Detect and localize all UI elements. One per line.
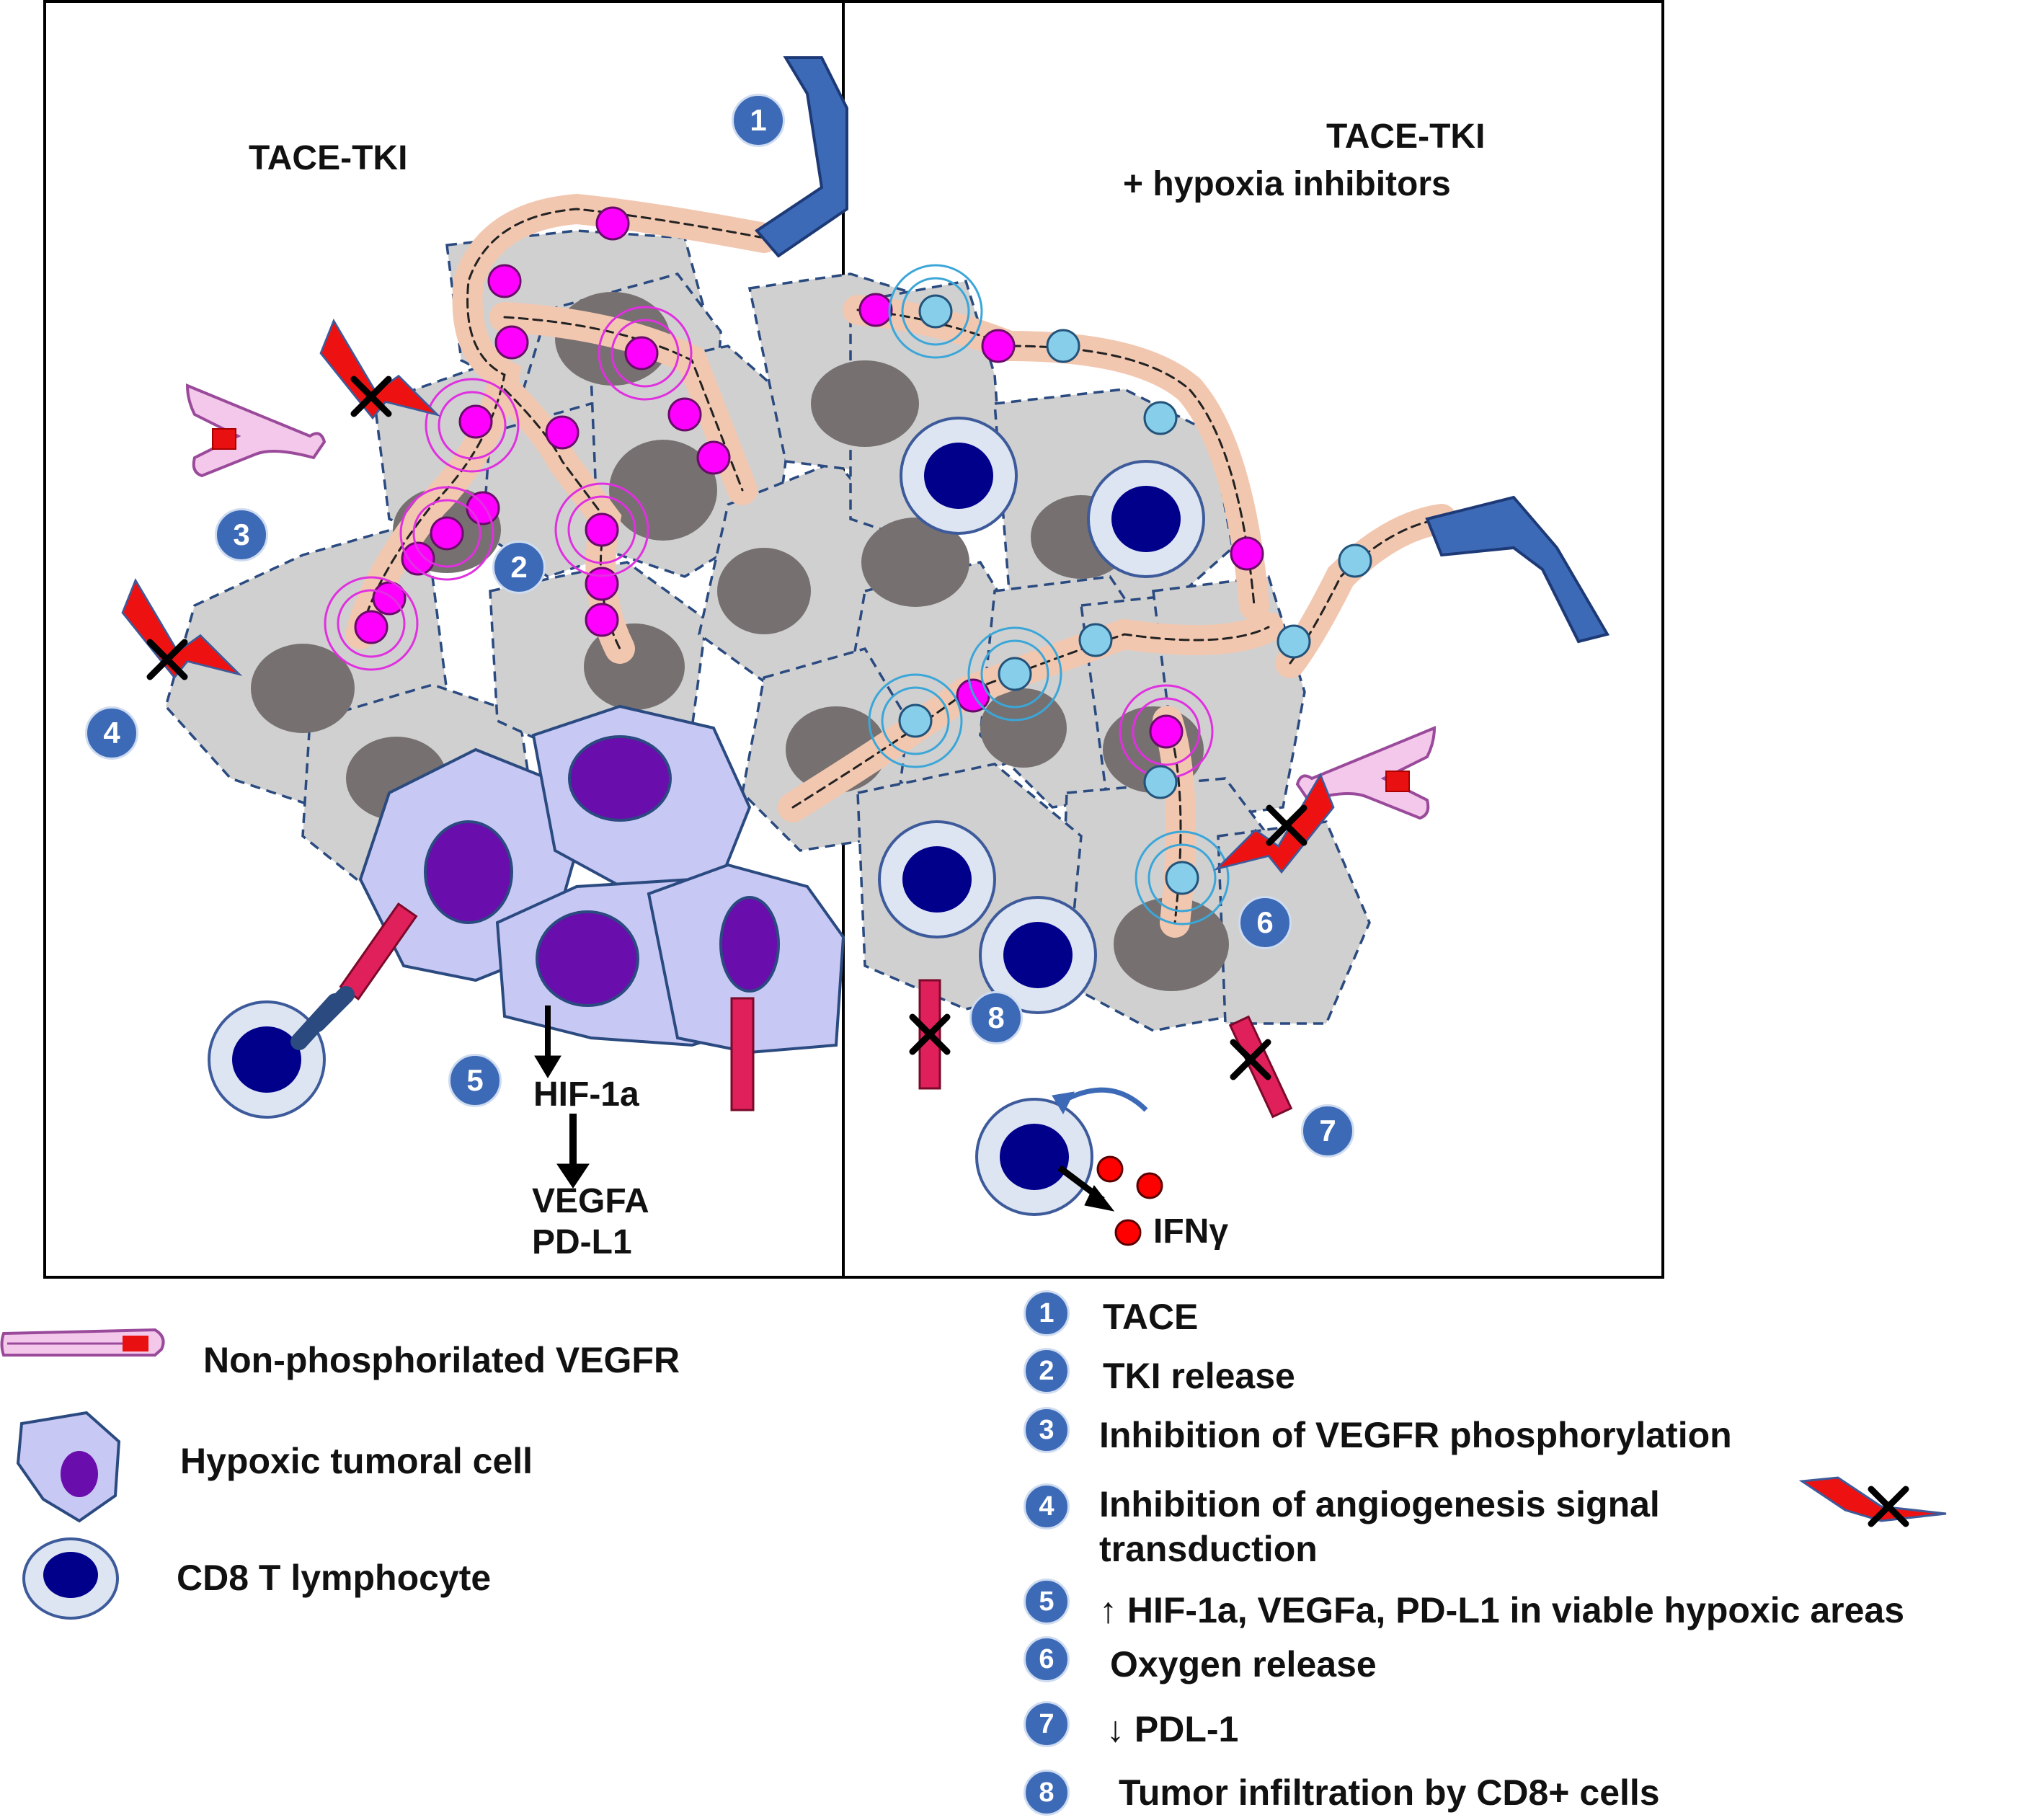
badge-6: 6 bbox=[1238, 896, 1292, 949]
vegfr-receptor-icon bbox=[0, 1328, 165, 1357]
step-badge-2: 2 bbox=[1024, 1348, 1070, 1394]
right-panel-subtitle: + hypoxia inhibitors bbox=[1123, 165, 1451, 203]
step-badge-3: 3 bbox=[1024, 1407, 1070, 1453]
badge-8: 8 bbox=[969, 991, 1023, 1044]
legend-icons bbox=[0, 1328, 165, 1620]
vegfa-label: VEGFA bbox=[532, 1182, 649, 1220]
hypoxic-nucleus bbox=[568, 735, 672, 822]
nucleus bbox=[251, 644, 355, 733]
flow-arrows bbox=[534, 1006, 1148, 1212]
pdl1-markers bbox=[290, 902, 1293, 1119]
left-panel-title: TACE-TKI bbox=[249, 139, 408, 177]
step-4-label-line2: transduction bbox=[1099, 1529, 1318, 1569]
hypoxic-nucleus bbox=[536, 910, 639, 1007]
hypoxic-cell-icon bbox=[16, 1411, 121, 1523]
tumor-nuclei bbox=[251, 292, 1229, 991]
badge-2: 2 bbox=[492, 541, 546, 594]
cd8-lymphocyte bbox=[975, 1098, 1093, 1216]
step-badge-7: 7 bbox=[1024, 1701, 1070, 1747]
cd8-lymphocyte bbox=[208, 1000, 326, 1119]
step-3-label: Inhibition of VEGFR phosphorylation bbox=[1099, 1415, 1732, 1455]
step-1-label: TACE bbox=[1103, 1297, 1199, 1337]
step-badge-6: 6 bbox=[1024, 1636, 1070, 1682]
hypoxic-nucleus bbox=[719, 896, 780, 993]
pdl1-label: PD-L1 bbox=[532, 1223, 632, 1261]
step-8-label: Tumor infiltration by CD8+ cells bbox=[1119, 1772, 1660, 1813]
step-5-label: ↑ HIF-1a, VEGFa, PD-L1 in viable hypoxic… bbox=[1099, 1590, 1905, 1630]
badge-7: 7 bbox=[1301, 1104, 1354, 1158]
cd8-lymphocyte-icon bbox=[22, 1537, 119, 1620]
badge-3: 3 bbox=[215, 508, 268, 561]
step-badge-8: 8 bbox=[1024, 1770, 1070, 1816]
right-panel-title: TACE-TKI bbox=[1326, 117, 1486, 156]
step-badge-5: 5 bbox=[1024, 1579, 1070, 1625]
step-2-label: TKI release bbox=[1103, 1356, 1295, 1396]
cd8-lymphocyte bbox=[878, 820, 996, 938]
catheter-icon bbox=[755, 56, 1610, 644]
badge-1: 1 bbox=[732, 94, 785, 147]
badge-4: 4 bbox=[85, 706, 138, 760]
nucleus bbox=[811, 360, 919, 447]
ifn-label: IFNγ bbox=[1153, 1212, 1229, 1251]
nucleus bbox=[717, 548, 811, 634]
step-7-label: ↓ PDL-1 bbox=[1106, 1709, 1239, 1749]
badge-5: 5 bbox=[448, 1054, 502, 1107]
nucleus bbox=[861, 518, 969, 607]
legend-hypoxic-label: Hypoxic tumoral cell bbox=[180, 1441, 533, 1481]
hif-label: HIF-1a bbox=[533, 1075, 639, 1114]
step-badge-4: 4 bbox=[1024, 1483, 1070, 1530]
step-4-label-line1: Inhibition of angiogenesis signal bbox=[1099, 1484, 1660, 1524]
cd8-lymphocyte bbox=[1087, 460, 1205, 578]
legend-cd8-label: CD8 T lymphocyte bbox=[177, 1558, 492, 1598]
ifn-particles bbox=[1096, 1155, 1163, 1246]
hypoxic-nucleus bbox=[424, 820, 513, 924]
step-badge-1: 1 bbox=[1024, 1290, 1070, 1336]
nucleus bbox=[609, 440, 717, 541]
step-6-label: Oxygen release bbox=[1110, 1644, 1377, 1684]
hypoxic-cells bbox=[358, 704, 845, 1055]
angiogenesis-signal-legend-icon bbox=[1798, 1476, 1947, 1524]
legend-vegfr-label: Non-phosphorilated VEGFR bbox=[203, 1340, 680, 1380]
cd8-lymphocyte bbox=[900, 417, 1018, 535]
